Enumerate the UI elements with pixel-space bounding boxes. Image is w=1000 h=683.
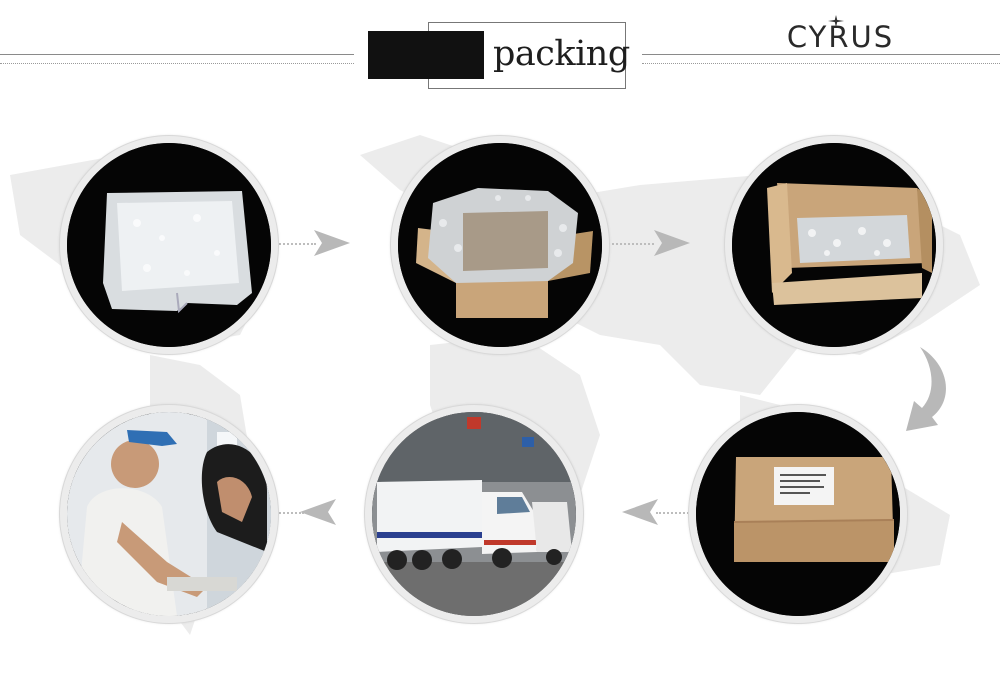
open-box-lined-icon [398,143,602,347]
packed-box-icon [732,143,936,347]
brand-name: CYRUS [786,20,895,54]
curved-arrow-down-icon [906,347,946,431]
step-sealed-carton-image [689,405,907,623]
sparkle-icon [828,15,844,27]
brand-logo: CYRUS [768,15,913,57]
arrow-right-icon [314,230,350,256]
step-bubble-wrap-image [60,136,278,354]
step-customer-image [60,405,278,623]
arrow-right-icon [654,230,690,256]
header-rule-right [642,54,1000,55]
header-rule-left [0,54,354,55]
arrow-left-icon [622,499,658,525]
step-box-lining-image [391,136,609,354]
step-truck-image [365,405,583,623]
customer-icon [67,412,271,616]
step-item-in-box-image [725,136,943,354]
connector-line-1 [276,243,316,245]
header-rule-right-dotted [642,63,1000,64]
connector-line-2 [600,243,654,245]
page-title: packing [493,34,630,74]
bubble-wrapped-item-icon [67,143,271,347]
arrow-left-icon [300,499,336,525]
connector-line-3 [656,512,692,514]
truck-icon [372,412,576,616]
header-rule-left-dotted [0,63,354,64]
sealed-box-icon [696,412,900,616]
title-black-block [368,31,484,79]
connector-line-4 [276,512,304,514]
